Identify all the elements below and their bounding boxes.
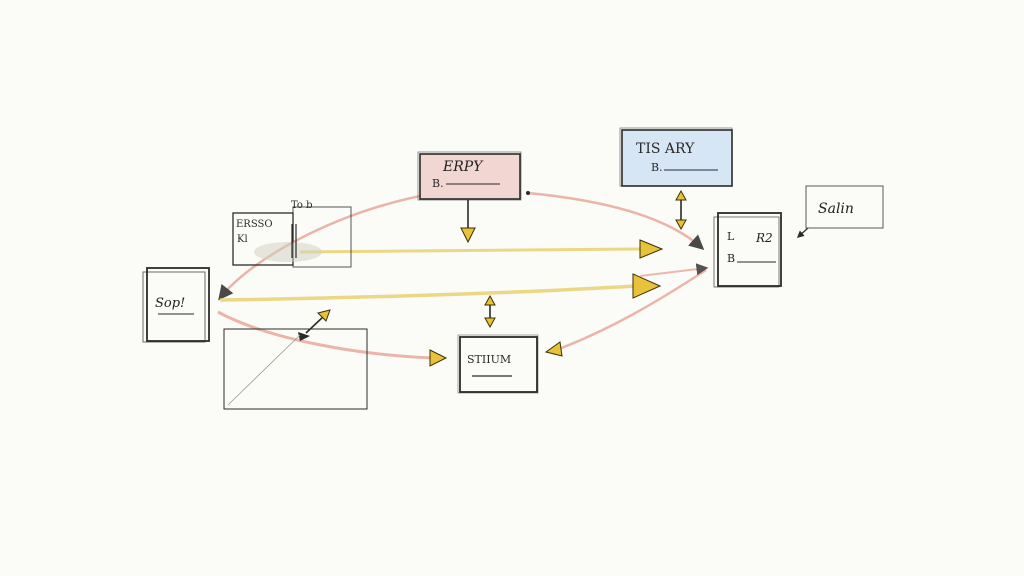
arrowhead-stiium-right [544, 341, 563, 357]
connector-sap-to-right-lower [219, 284, 637, 302]
node-salin: Salin [805, 185, 884, 229]
connector-into-lr2 [639, 263, 709, 277]
arrowhead-stiium [429, 349, 448, 367]
node-tis-ary-sub: B. [651, 161, 663, 174]
arrowhead-lower-right [632, 273, 662, 299]
node-sap-title: Sop! [155, 296, 185, 311]
node-sap: Sop! [142, 267, 210, 343]
connector-erss-to-right-upper [299, 247, 641, 254]
node-tis-ary-title: TIS ARY [636, 141, 695, 157]
node-erpy: ERPY B. [417, 151, 522, 201]
node-stiium: STIIUM [457, 334, 539, 394]
connector-lr2-to-stiium [555, 268, 707, 352]
node-l-r2-title: L [727, 230, 735, 243]
arrowhead-upper-right [639, 239, 664, 259]
node-erss-tag: To b [291, 200, 313, 211]
node-erss-sub: Kl [237, 234, 248, 245]
node-l-r2-title2: R2 [755, 231, 773, 245]
connector-sap-to-stiium [217, 310, 433, 360]
node-l-r2-sub: B [727, 252, 735, 265]
connector-dot [526, 191, 530, 195]
node-erpy-sub: B. [432, 177, 444, 190]
node-tis-ary: TIS ARY B. [619, 127, 733, 187]
arrowhead-erpy-down [460, 227, 476, 244]
node-empty [223, 328, 368, 410]
arrow-diagonal-double [305, 315, 325, 334]
node-salin-title: Salin [818, 201, 854, 217]
node-erss: ERSSO Kl To b [232, 200, 352, 268]
node-l-r2: L R2 B [713, 212, 782, 288]
smudge [254, 242, 322, 262]
node-erss-title: ERSSO [236, 219, 273, 230]
arrow-salin-to-lr2 [796, 227, 809, 238]
node-stiium-title: STIIUM [467, 353, 511, 366]
connector-erpy-to-sap [218, 194, 421, 301]
node-erpy-title: ERPY [442, 159, 484, 175]
connector-erpy-to-lr2 [527, 191, 705, 250]
